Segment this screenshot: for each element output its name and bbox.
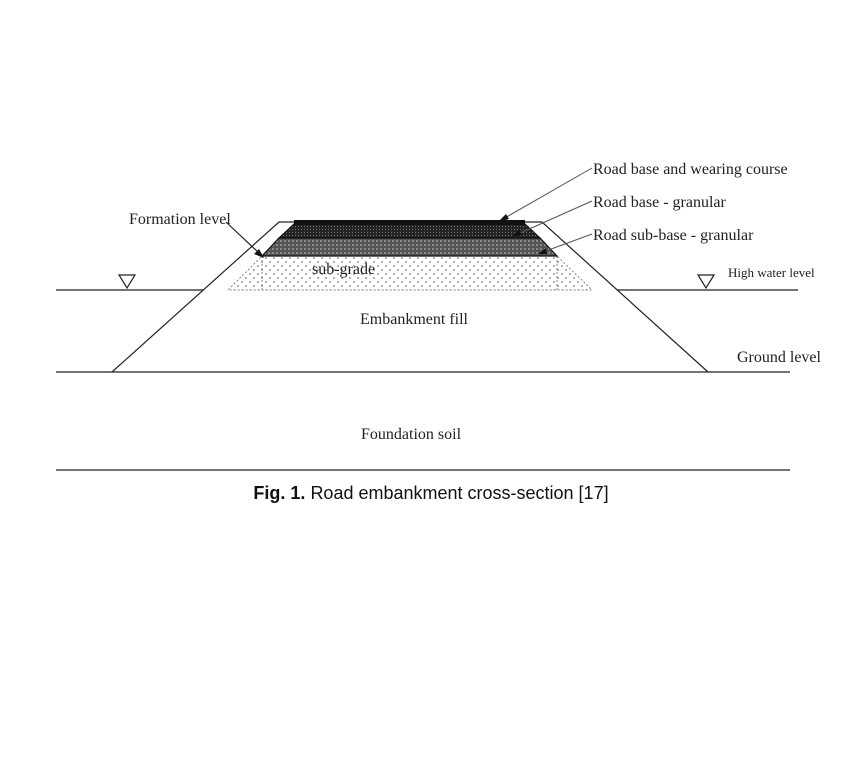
leader-road-base-arrow — [512, 230, 522, 237]
label-foundation-soil: Foundation soil — [361, 426, 462, 443]
road-subbase-layer — [260, 237, 559, 257]
label-sub-grade: sub-grade — [312, 261, 375, 278]
leader-formation-level-arrow — [254, 249, 264, 258]
caption-text: Road embankment cross-section [17] — [310, 483, 609, 503]
leader-road-base — [517, 200, 593, 235]
wearing-course-layer — [294, 220, 525, 225]
leader-road-subbase — [542, 233, 593, 253]
leader-wearing-course — [502, 167, 593, 220]
label-embankment-fill: Embankment fill — [360, 311, 469, 328]
embankment-right-slope — [525, 221, 709, 373]
water-level-marker-right-icon — [696, 274, 716, 290]
label-road-base-wearing: Road base and wearing course — [593, 161, 788, 178]
label-road-base-granular: Road base - granular — [593, 194, 727, 211]
leader-formation-level — [225, 221, 261, 255]
caption-prefix: Fig. 1. — [253, 483, 306, 503]
embankment-left-slope — [111, 221, 294, 373]
label-ground-level: Ground level — [737, 349, 822, 366]
label-road-subbase-granular: Road sub-base - granular — [593, 227, 754, 244]
figure-caption: Fig. 1. Road embankment cross-section [1… — [0, 483, 862, 504]
sub-grade-zone — [227, 255, 593, 291]
water-level-marker-left-icon — [117, 274, 137, 290]
leader-wearing-course-arrow — [498, 214, 509, 222]
road-base-layer — [277, 223, 542, 239]
leader-road-subbase-arrow — [538, 248, 547, 254]
label-formation-level: Formation level — [129, 211, 231, 228]
label-high-water-level: High water level — [728, 265, 815, 280]
